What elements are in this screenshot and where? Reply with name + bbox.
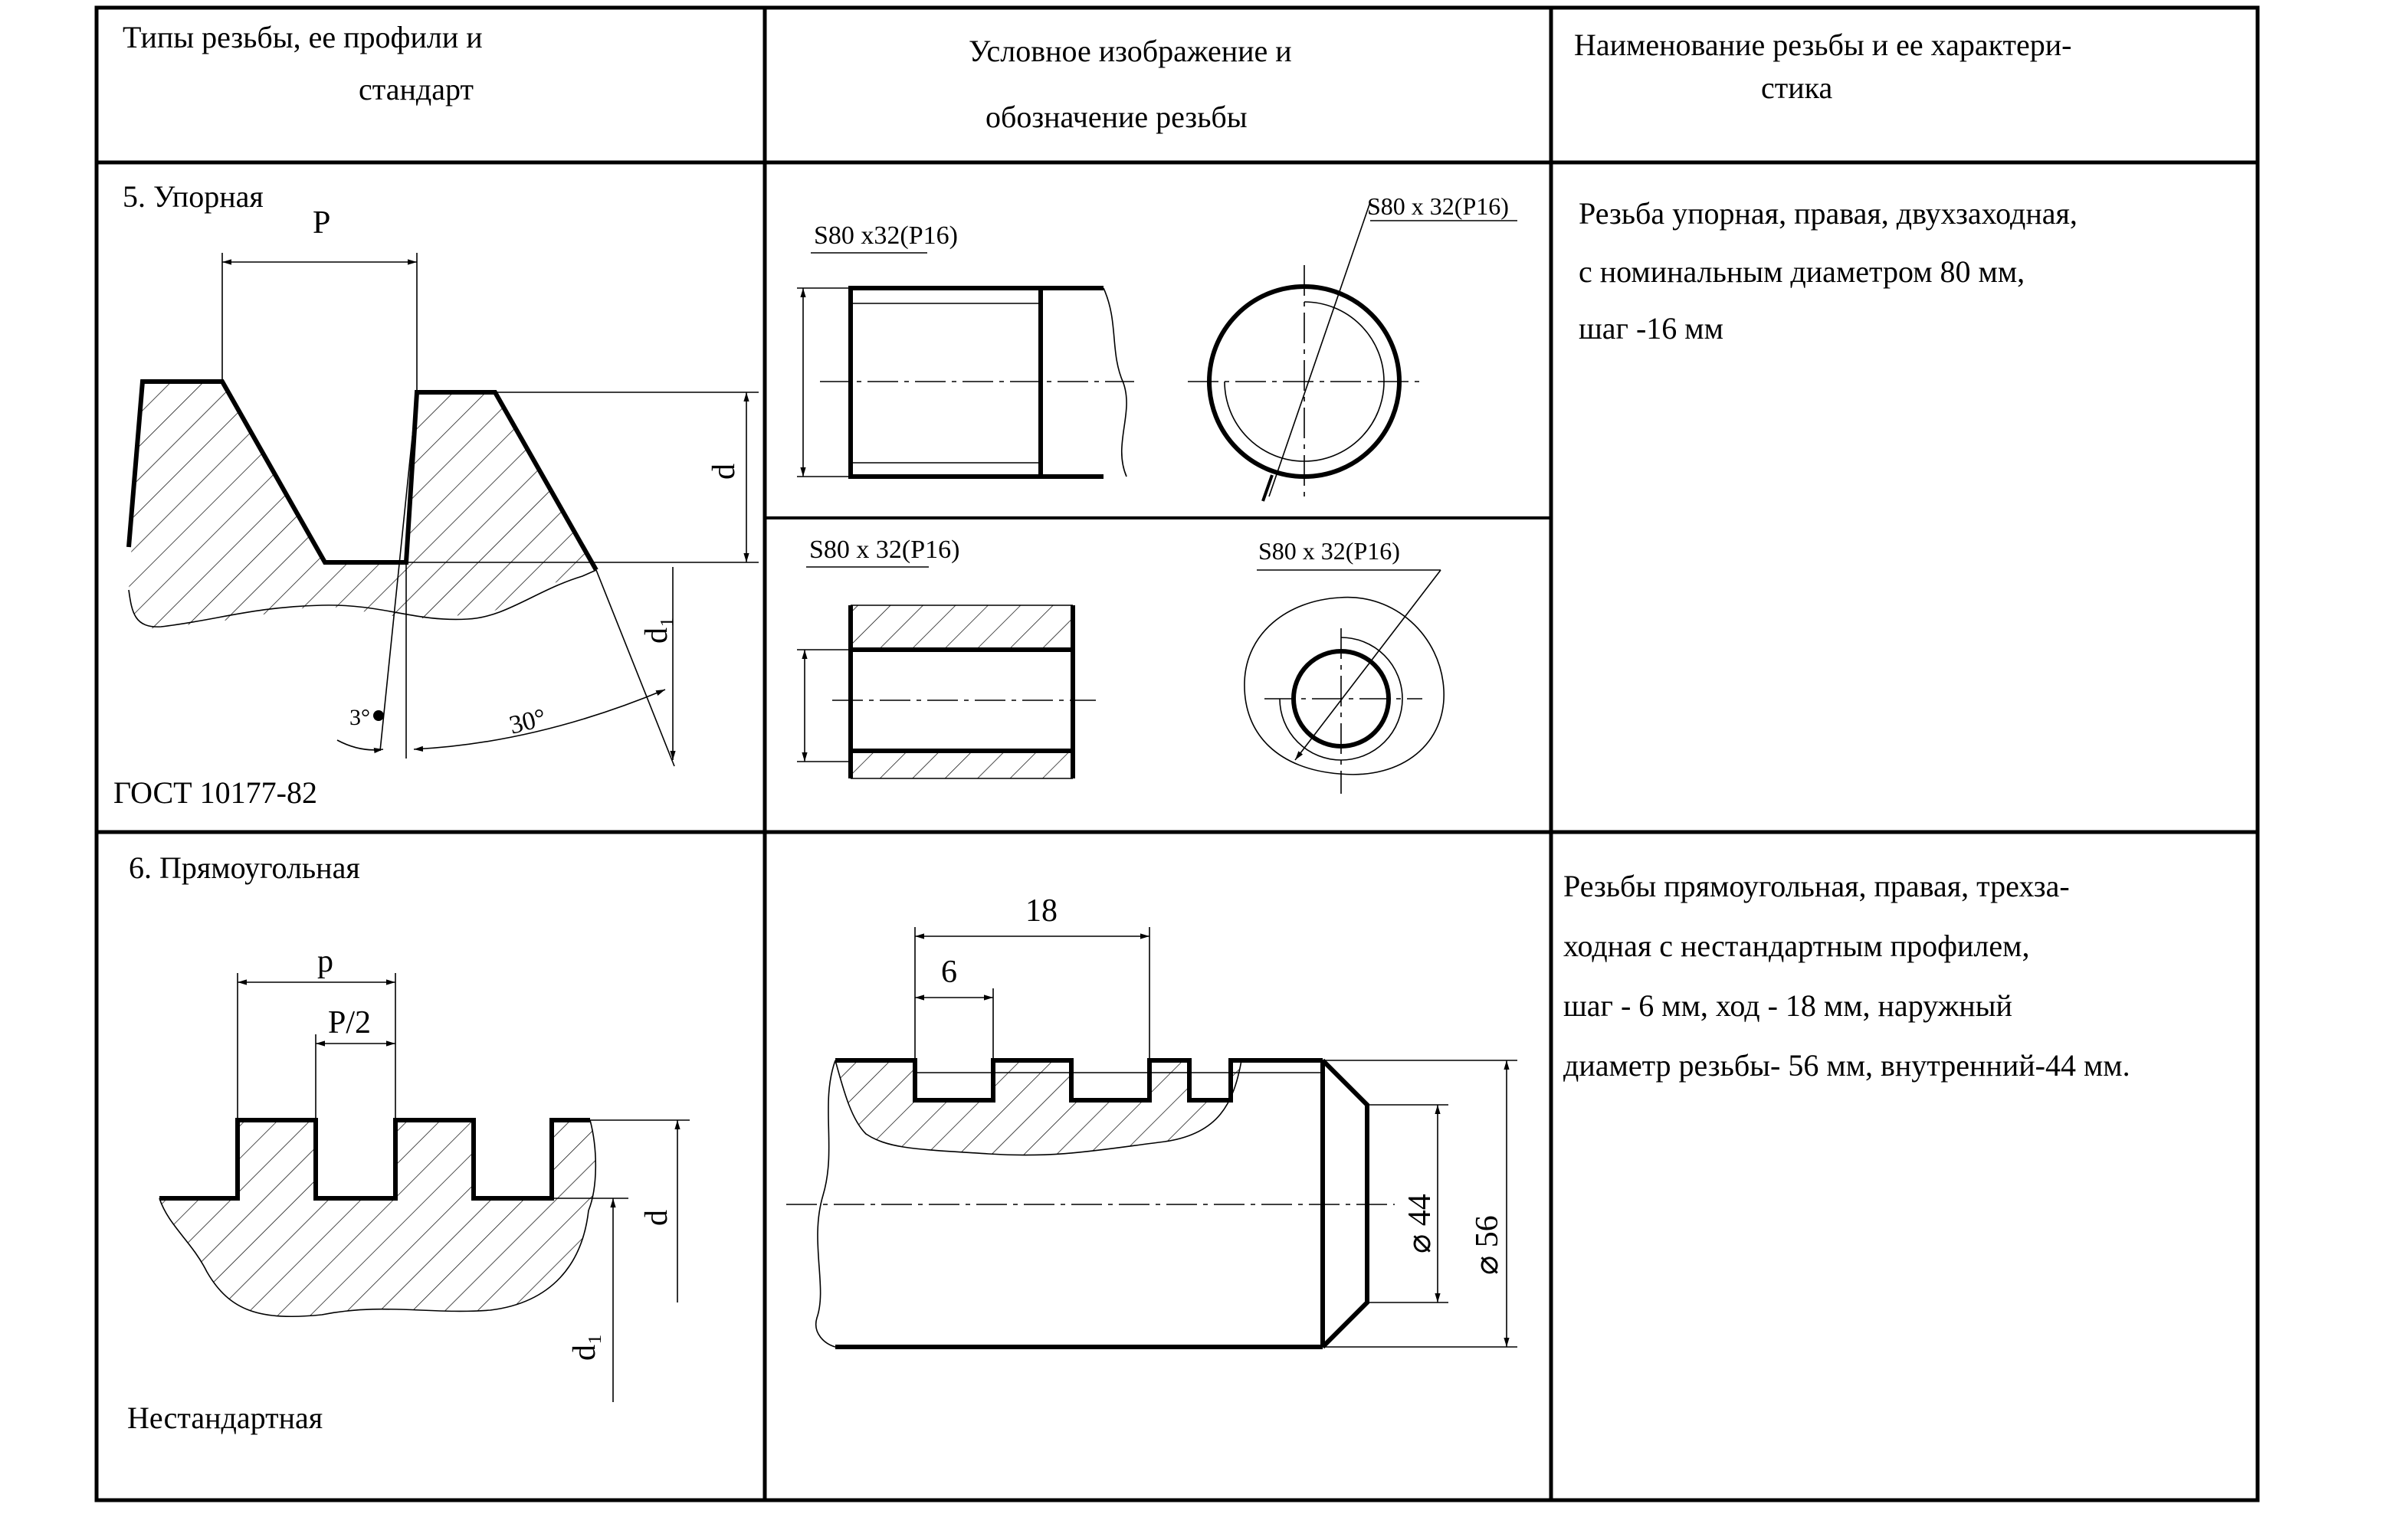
rectangular-profile: 6. Прямоугольная p P/2 d d₁ Нестандартна…	[127, 850, 690, 1435]
header-col1-line1: Типы резьбы, ее профили и	[123, 20, 483, 54]
header-col2-line2: обозначение резьбы	[985, 100, 1248, 134]
row5-pitch-label: P	[313, 205, 330, 241]
header-col3-line2: стика	[1761, 70, 1832, 105]
row5-angle-30: 30°	[507, 703, 549, 739]
row6-d1-label: d₁	[567, 1333, 602, 1361]
row5-standard: ГОСТ 10177-82	[113, 775, 317, 810]
row5-d1-label: d₁	[639, 616, 674, 644]
header-row: Типы резьбы, ее профили и стандарт Услов…	[123, 20, 2071, 134]
row6-pitch-label: p	[317, 944, 333, 979]
row6-desc-line3: шаг - 6 мм, ход - 18 мм, наружный	[1563, 988, 2012, 1023]
row5-description: Резьба упорная, правая, двухзаходная, с …	[1579, 196, 2078, 346]
buttress-external-view: S80 x32(P16) S80 x 32(P16)	[797, 192, 1517, 502]
row5-int-end-designation: S80 x 32(P16)	[1258, 537, 1400, 565]
row6-desc-line2: ходная с нестандартным профилем,	[1563, 929, 2029, 963]
row6-pitch-dim: 6	[941, 955, 957, 990]
row6-desc-line4: диаметр резьбы- 56 мм, внутренний-44 мм.	[1563, 1048, 2130, 1083]
row6-half-pitch-label: P/2	[328, 1005, 371, 1040]
row5-ext-end-designation: S80 x 32(P16)	[1367, 192, 1509, 220]
row5-desc-line1: Резьба упорная, правая, двухзаходная,	[1579, 196, 2078, 231]
row6-inner-diameter: ⌀ 44	[1402, 1194, 1438, 1253]
header-col2-line1: Условное изображение и	[969, 34, 1292, 68]
buttress-internal-view: S80 x 32(P16) S80 x 32(P16)	[797, 536, 1445, 794]
row6-outer-diameter: ⌀ 56	[1470, 1215, 1505, 1275]
row6-desc-line1: Резьбы прямоугольная, правая, трехза-	[1563, 869, 2070, 903]
rectangular-shaft-view: 18 6 ⌀ 44 ⌀ 56	[786, 893, 1517, 1349]
buttress-profile: 5. Упорная P d d₁ 3° 30° ГОСТ 10177-82	[113, 179, 759, 810]
table-grid	[94, 5, 2260, 1502]
row5-desc-line2: с номинальным диаметром 80 мм,	[1579, 254, 2025, 289]
row5-ext-side-designation: S80 x32(P16)	[814, 221, 958, 250]
row5-angle-3: 3°	[349, 705, 370, 730]
row5-int-side-designation: S80 x 32(P16)	[809, 536, 959, 564]
row6-d-label: d	[639, 1210, 674, 1226]
header-col3-line1: Наименование резьбы и ее характери-	[1574, 28, 2071, 62]
row6-title: 6. Прямоугольная	[129, 850, 360, 885]
row6-description: Резьбы прямоугольная, правая, трехза- хо…	[1563, 869, 2130, 1083]
row6-lead-dim: 18	[1025, 893, 1058, 929]
row5-title: 5. Упорная	[123, 179, 264, 214]
row5-d-label: d	[707, 464, 742, 480]
row6-standard: Нестандартная	[127, 1401, 323, 1435]
row5-desc-line3: шаг -16 мм	[1579, 311, 1723, 346]
header-col1-line2: стандарт	[359, 72, 474, 106]
